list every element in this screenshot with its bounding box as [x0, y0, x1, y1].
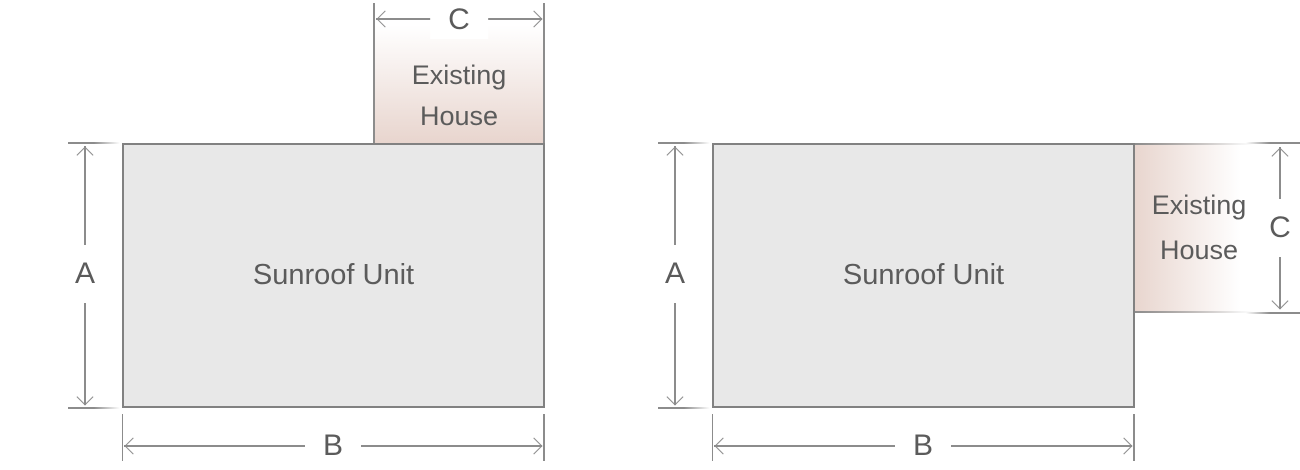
sunroof-unit-label: Sunroof Unit	[842, 259, 1005, 291]
existing-house-label-line1: Existing	[411, 60, 507, 90]
existing-house-label-line2: House	[1159, 235, 1239, 265]
dim-c-label: C	[1264, 199, 1296, 257]
existing-house-label: Existing House	[375, 55, 543, 137]
dim-b-label: B	[304, 427, 362, 465]
dim-a-label: A	[69, 245, 101, 303]
dim-b-label: B	[894, 427, 952, 465]
sunroof-unit-label: Sunroof Unit	[252, 259, 415, 291]
existing-house-label-line2: House	[419, 101, 499, 131]
dim-b-extension-left	[121, 414, 124, 461]
dim-a-arrowhead-top-icon	[76, 146, 94, 163]
dim-c-tick-bottom	[1246, 312, 1300, 314]
diagram-house-right: Existing House Sunroof Unit A C B	[650, 0, 1300, 470]
dim-b-arrowhead-left-icon	[124, 437, 142, 455]
dim-a-label: A	[659, 245, 691, 303]
dim-b-arrowhead-right-icon	[525, 437, 542, 455]
existing-house-top-edge	[1134, 143, 1264, 145]
sunroof-unit-box: Sunroof Unit	[712, 143, 1135, 408]
existing-house-label-line1: Existing	[1151, 190, 1247, 220]
dim-c-arrowhead-bottom-icon	[1271, 292, 1289, 309]
dim-a-tick-top	[658, 142, 710, 144]
dim-c-arrowhead-top-icon	[1271, 147, 1289, 164]
dim-b-extension-right	[543, 414, 545, 461]
sunroof-unit-box: Sunroof Unit	[122, 143, 545, 408]
dim-a-arrowhead-top-icon	[666, 146, 684, 163]
dim-b-extension-left	[711, 414, 714, 461]
dim-b-arrowhead-left-icon	[714, 437, 732, 455]
dim-b-extension-right	[1133, 414, 1135, 461]
dim-a-arrowhead-bottom-icon	[666, 388, 684, 406]
existing-house-box: Existing House	[1134, 143, 1264, 313]
dim-c-label: C	[430, 1, 488, 39]
dim-a-tick-top	[68, 142, 120, 144]
dim-c-tick-top	[1246, 142, 1300, 144]
dim-a-tick-bottom	[68, 407, 120, 409]
dim-b-arrowhead-right-icon	[1115, 437, 1132, 455]
existing-house-bottom-edge	[1134, 311, 1264, 313]
dim-a-arrowhead-bottom-icon	[76, 388, 94, 406]
diagram-house-above: Existing House Sunroof Unit C A B	[68, 1, 545, 465]
dim-a-tick-bottom	[658, 407, 710, 409]
